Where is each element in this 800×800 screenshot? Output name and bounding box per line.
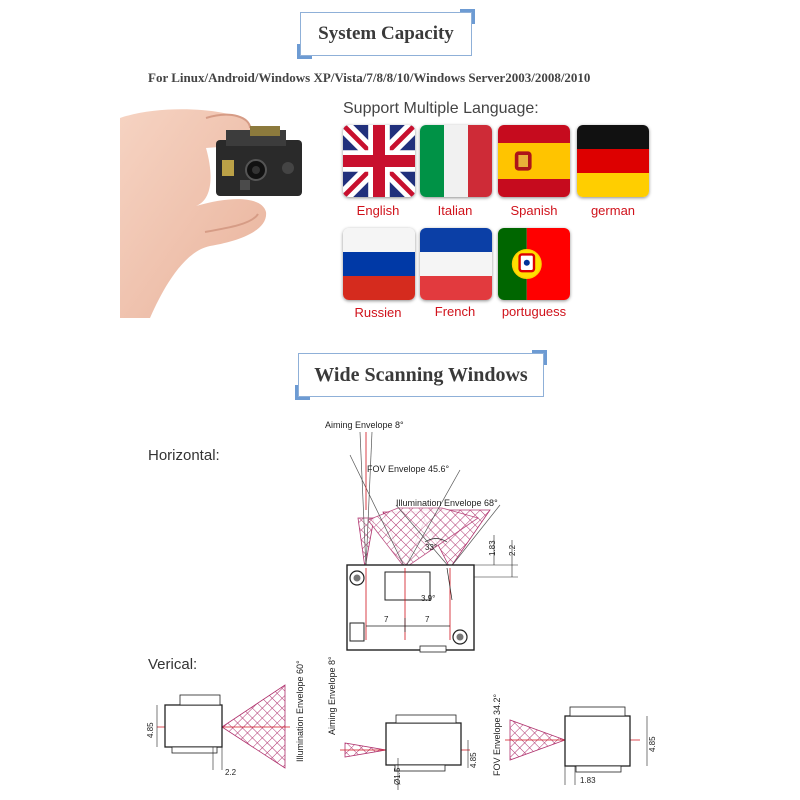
- dim-2-2-label: 2.2: [508, 544, 517, 556]
- v1-dim-2-label: 2.2: [225, 768, 237, 777]
- horizontal-diagram: Aiming Envelope 8° FOV Envelope 45.6° Il…: [325, 420, 518, 653]
- france-flag-icon: [420, 228, 492, 300]
- illumination-envelope-label: Illumination Envelope 68°: [396, 498, 498, 508]
- system-capacity-heading: System Capacity: [297, 9, 475, 59]
- portugal-flag-icon: [498, 228, 570, 300]
- dim-right-label: 7: [425, 615, 430, 624]
- spain-flag-icon: [498, 125, 570, 197]
- v3-dim-label: 4.85: [648, 736, 657, 752]
- v1-dim-label: 4.85: [146, 722, 155, 738]
- vertical-diagram-fov: FOV Envelope 34.2° 4.85 1.83: [492, 693, 657, 785]
- italy-flag-icon: [420, 125, 492, 197]
- vertical-diagram-illumination: 4.85 2.2 Illumination Envelope 60°: [146, 660, 305, 777]
- russia-flag-icon: [343, 228, 415, 300]
- wide-scanning-title: Wide Scanning Windows: [314, 364, 528, 386]
- horizontal-label: Horizontal:: [148, 447, 220, 464]
- fov-envelope-label: FOV Envelope 45.6°: [367, 464, 450, 474]
- language-russian: Russien: [354, 305, 402, 320]
- language-german: german: [590, 203, 636, 218]
- v3-dim-2-label: 1.83: [580, 776, 596, 785]
- language-english: English: [356, 203, 400, 218]
- supported-systems-text: For Linux/Android/Windows XP/Vista/7/8/8…: [148, 70, 591, 85]
- language-portuguese: portuguess: [501, 304, 567, 319]
- language-french: French: [434, 304, 476, 319]
- dim-1-83-label: 1.83: [488, 540, 497, 556]
- support-language-label: Support Multiple Language:: [343, 100, 539, 117]
- system-capacity-title: System Capacity: [318, 23, 454, 44]
- v2-aiming-label: Aiming Envelope 8°: [327, 656, 337, 735]
- offset-angle-label: 3.9°: [421, 594, 435, 603]
- v3-fov-label: FOV Envelope 34.2°: [492, 693, 502, 776]
- language-spanish: Spanish: [510, 203, 558, 218]
- uk-flag-icon: [343, 125, 415, 197]
- language-italian: Italian: [437, 203, 473, 218]
- v2-dim-2-label: 4.85: [469, 752, 478, 768]
- wide-scanning-heading: Wide Scanning Windows: [295, 350, 547, 400]
- vertical-diagram-aiming: Aiming Envelope 8° Ø1.5 4.85: [327, 656, 478, 790]
- aiming-envelope-label: Aiming Envelope 8°: [325, 420, 404, 430]
- v1-illumination-label: Illumination Envelope 60°: [295, 660, 305, 762]
- dim-left-label: 7: [384, 615, 389, 624]
- vertical-label: Verical:: [148, 656, 198, 673]
- v2-dim-label: Ø1.5: [393, 767, 402, 785]
- angle-label: 33°: [425, 543, 437, 552]
- germany-flag-icon: [577, 125, 649, 197]
